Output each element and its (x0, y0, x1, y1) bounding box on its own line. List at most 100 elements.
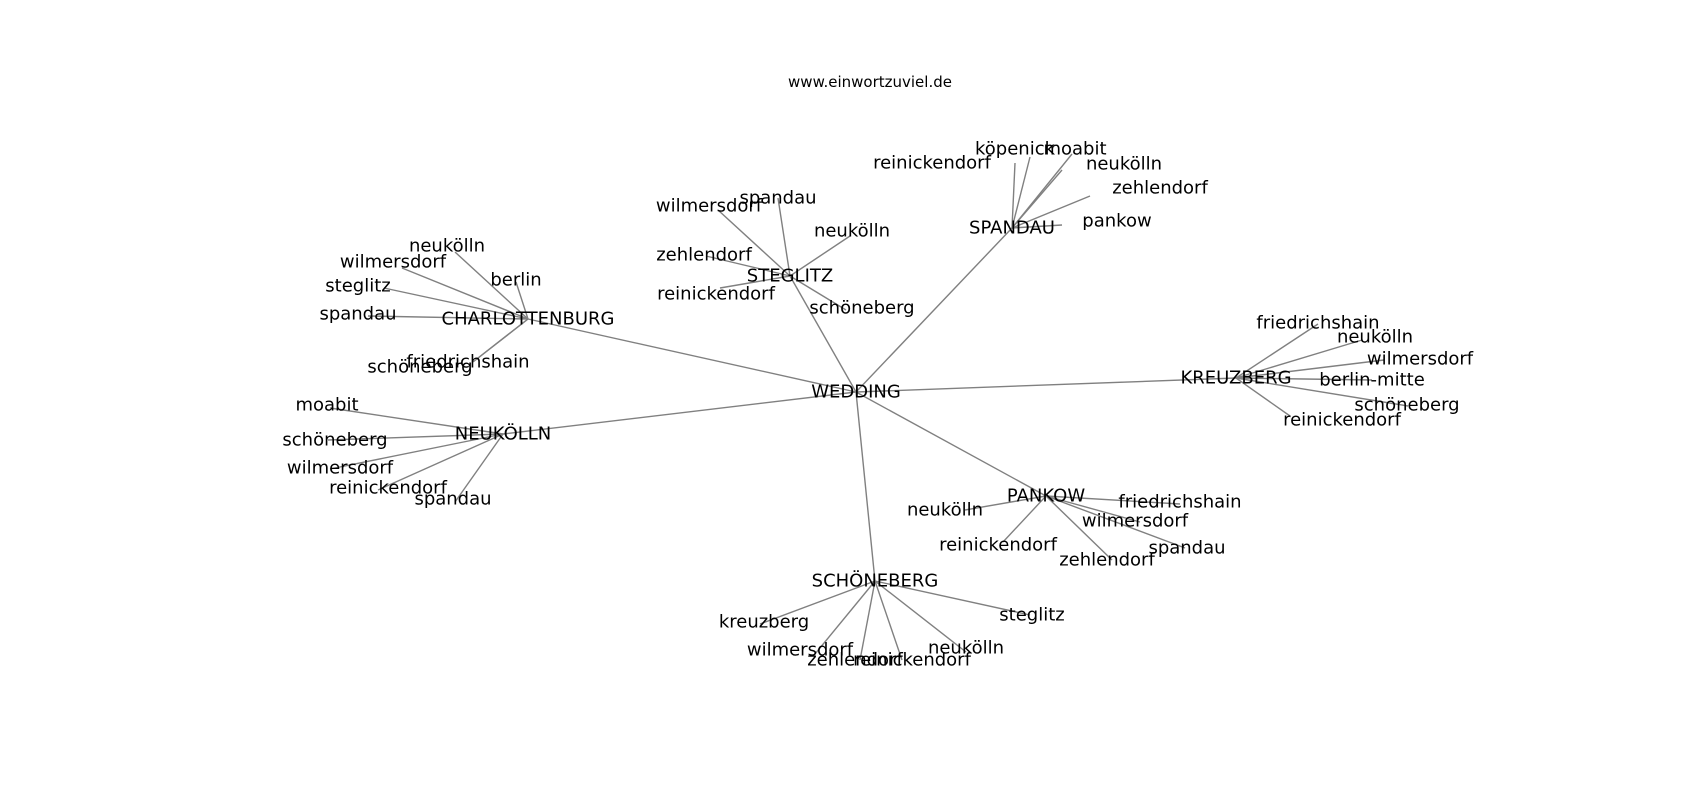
edge-hub-leaf (1235, 377, 1373, 381)
edge-hub-leaf (705, 255, 791, 277)
edge-center-hub (855, 227, 1013, 393)
leaf-node-label: spandau (319, 304, 396, 325)
leaf-node-label: steglitz (999, 605, 1064, 626)
leaf-node-label: kreuzberg (719, 612, 809, 633)
leaf-node-label: schöneberg (1354, 395, 1459, 416)
leaf-node-label: reinickendorf (657, 284, 775, 305)
leaf-node-label: reinickendorf (873, 153, 991, 174)
leaf-node-label: köpenick (975, 139, 1056, 160)
edge-center-hub (789, 275, 857, 393)
edge-center-hub (855, 377, 1237, 393)
edge-hub-leaf (1235, 323, 1319, 379)
edge-hub-leaf (814, 580, 876, 655)
edge-hub-leaf (377, 433, 504, 491)
graph-labels: reinickendorfköpenickmoabitneuköllnzehle… (282, 139, 1473, 671)
hub-node-label: PANKOW (1007, 486, 1085, 507)
hub-node-label: STEGLITZ (747, 266, 833, 287)
leaf-node-label: neukölln (1337, 327, 1413, 348)
edge-hub-leaf (874, 580, 903, 661)
edge-center-hub (527, 318, 857, 393)
leaf-node-label: moabit (1043, 139, 1106, 160)
leaf-node-label: berlin-mitte (1319, 370, 1425, 391)
hub-node-label: KREUZBERG (1180, 368, 1291, 389)
leaf-node-label: neukölln (409, 236, 485, 257)
edge-hub-leaf (759, 580, 876, 625)
leaf-node-label: wilmersdorf (340, 252, 447, 273)
leaf-node-label: wilmersdorf (747, 640, 854, 661)
edge-hub-leaf (859, 580, 876, 661)
edge-hub-leaf (1235, 377, 1409, 407)
site-url-label: www.einwortzuviel.de (788, 73, 952, 91)
leaf-node-label: schöneberg (367, 357, 472, 378)
edge-hub-leaf (367, 315, 529, 320)
edge-hub-leaf (1045, 495, 1181, 505)
edge-center-hub (502, 391, 857, 435)
leaf-node-label: spandau (739, 188, 816, 209)
edge-hub-leaf (1045, 495, 1186, 549)
leaf-node-label: reinickendorf (329, 478, 447, 499)
leaf-node-label: neukölln (814, 221, 890, 242)
edge-hub-leaf (874, 580, 967, 653)
edge-hub-leaf (719, 275, 791, 289)
edge-hub-leaf (777, 197, 791, 277)
edge-hub-leaf (515, 281, 529, 320)
leaf-node-label: zehlendorf (807, 650, 903, 671)
leaf-node-label: neukölln (907, 500, 983, 521)
leaf-node-label: neukölln (1086, 154, 1162, 175)
leaf-node-label: reinickendorf (853, 650, 971, 671)
edge-hub-leaf (1045, 495, 1141, 523)
leaf-node-label: friedrichshain (1256, 313, 1379, 334)
leaf-node-label: spandau (1148, 538, 1225, 559)
leaf-node-label: friedrichshain (1118, 492, 1241, 513)
center-node-label: WEDDING (811, 382, 901, 403)
edge-hub-leaf (874, 580, 1031, 616)
edge-hub-leaf (329, 433, 504, 470)
edge-hub-leaf (383, 287, 529, 320)
hub-node-label: SPANDAU (969, 218, 1055, 239)
graph-edges (327, 153, 1409, 661)
leaf-node-label: schöneberg (282, 430, 387, 451)
edge-hub-leaf (327, 433, 504, 441)
edge-hub-leaf (717, 209, 791, 277)
edge-hub-leaf (1045, 495, 1113, 561)
edge-hub-leaf (472, 318, 529, 363)
leaf-node-label: pankow (1082, 211, 1151, 232)
edge-hub-leaf (1235, 377, 1291, 417)
edge-hub-leaf (1011, 224, 1063, 229)
leaf-node-label: steglitz (325, 276, 390, 297)
leaf-node-label: zehlendorf (1112, 178, 1208, 199)
edge-hub-leaf (401, 267, 529, 320)
edge-hub-leaf (964, 495, 1047, 511)
leaf-node-label: zehlendorf (1059, 550, 1155, 571)
leaf-node-label: reinickendorf (1283, 410, 1401, 431)
leaf-node-label: spandau (414, 489, 491, 510)
hub-node-label: SCHÖNEBERG (812, 570, 939, 592)
edge-hub-leaf (1002, 495, 1047, 543)
edge-hub-leaf (1235, 339, 1363, 379)
leaf-node-label: wilmersdorf (1082, 511, 1189, 532)
leaf-node-label: wilmersdorf (287, 458, 394, 479)
edge-hub-leaf (1011, 156, 1031, 229)
leaf-node-label: zehlendorf (656, 245, 752, 266)
leaf-node-label: berlin (490, 270, 541, 291)
edge-hub-leaf (789, 275, 847, 311)
edge-hub-leaf (1011, 169, 1063, 229)
leaf-node-label: schöneberg (809, 298, 914, 319)
leaf-node-label: friedrichshain (406, 352, 529, 373)
leaf-node-label: reinickendorf (939, 535, 1057, 556)
edge-hub-leaf (1011, 162, 1016, 229)
leaf-node-label: moabit (295, 395, 358, 416)
edge-hub-leaf (329, 407, 504, 435)
leaf-node-label: neukölln (928, 638, 1004, 659)
leaf-node-label: wilmersdorf (1367, 349, 1474, 370)
edge-hub-leaf (454, 433, 504, 503)
leaf-node-label: wilmersdorf (656, 196, 763, 217)
edge-center-hub (855, 391, 876, 582)
hub-node-label: NEUKÖLLN (455, 423, 552, 445)
edge-hub-leaf (454, 251, 529, 320)
edge-center-hub (855, 391, 1047, 497)
edge-hub-leaf (789, 235, 851, 277)
edge-hub-leaf (1011, 195, 1091, 229)
hub-node-label: CHARLOTTENBURG (442, 309, 615, 330)
